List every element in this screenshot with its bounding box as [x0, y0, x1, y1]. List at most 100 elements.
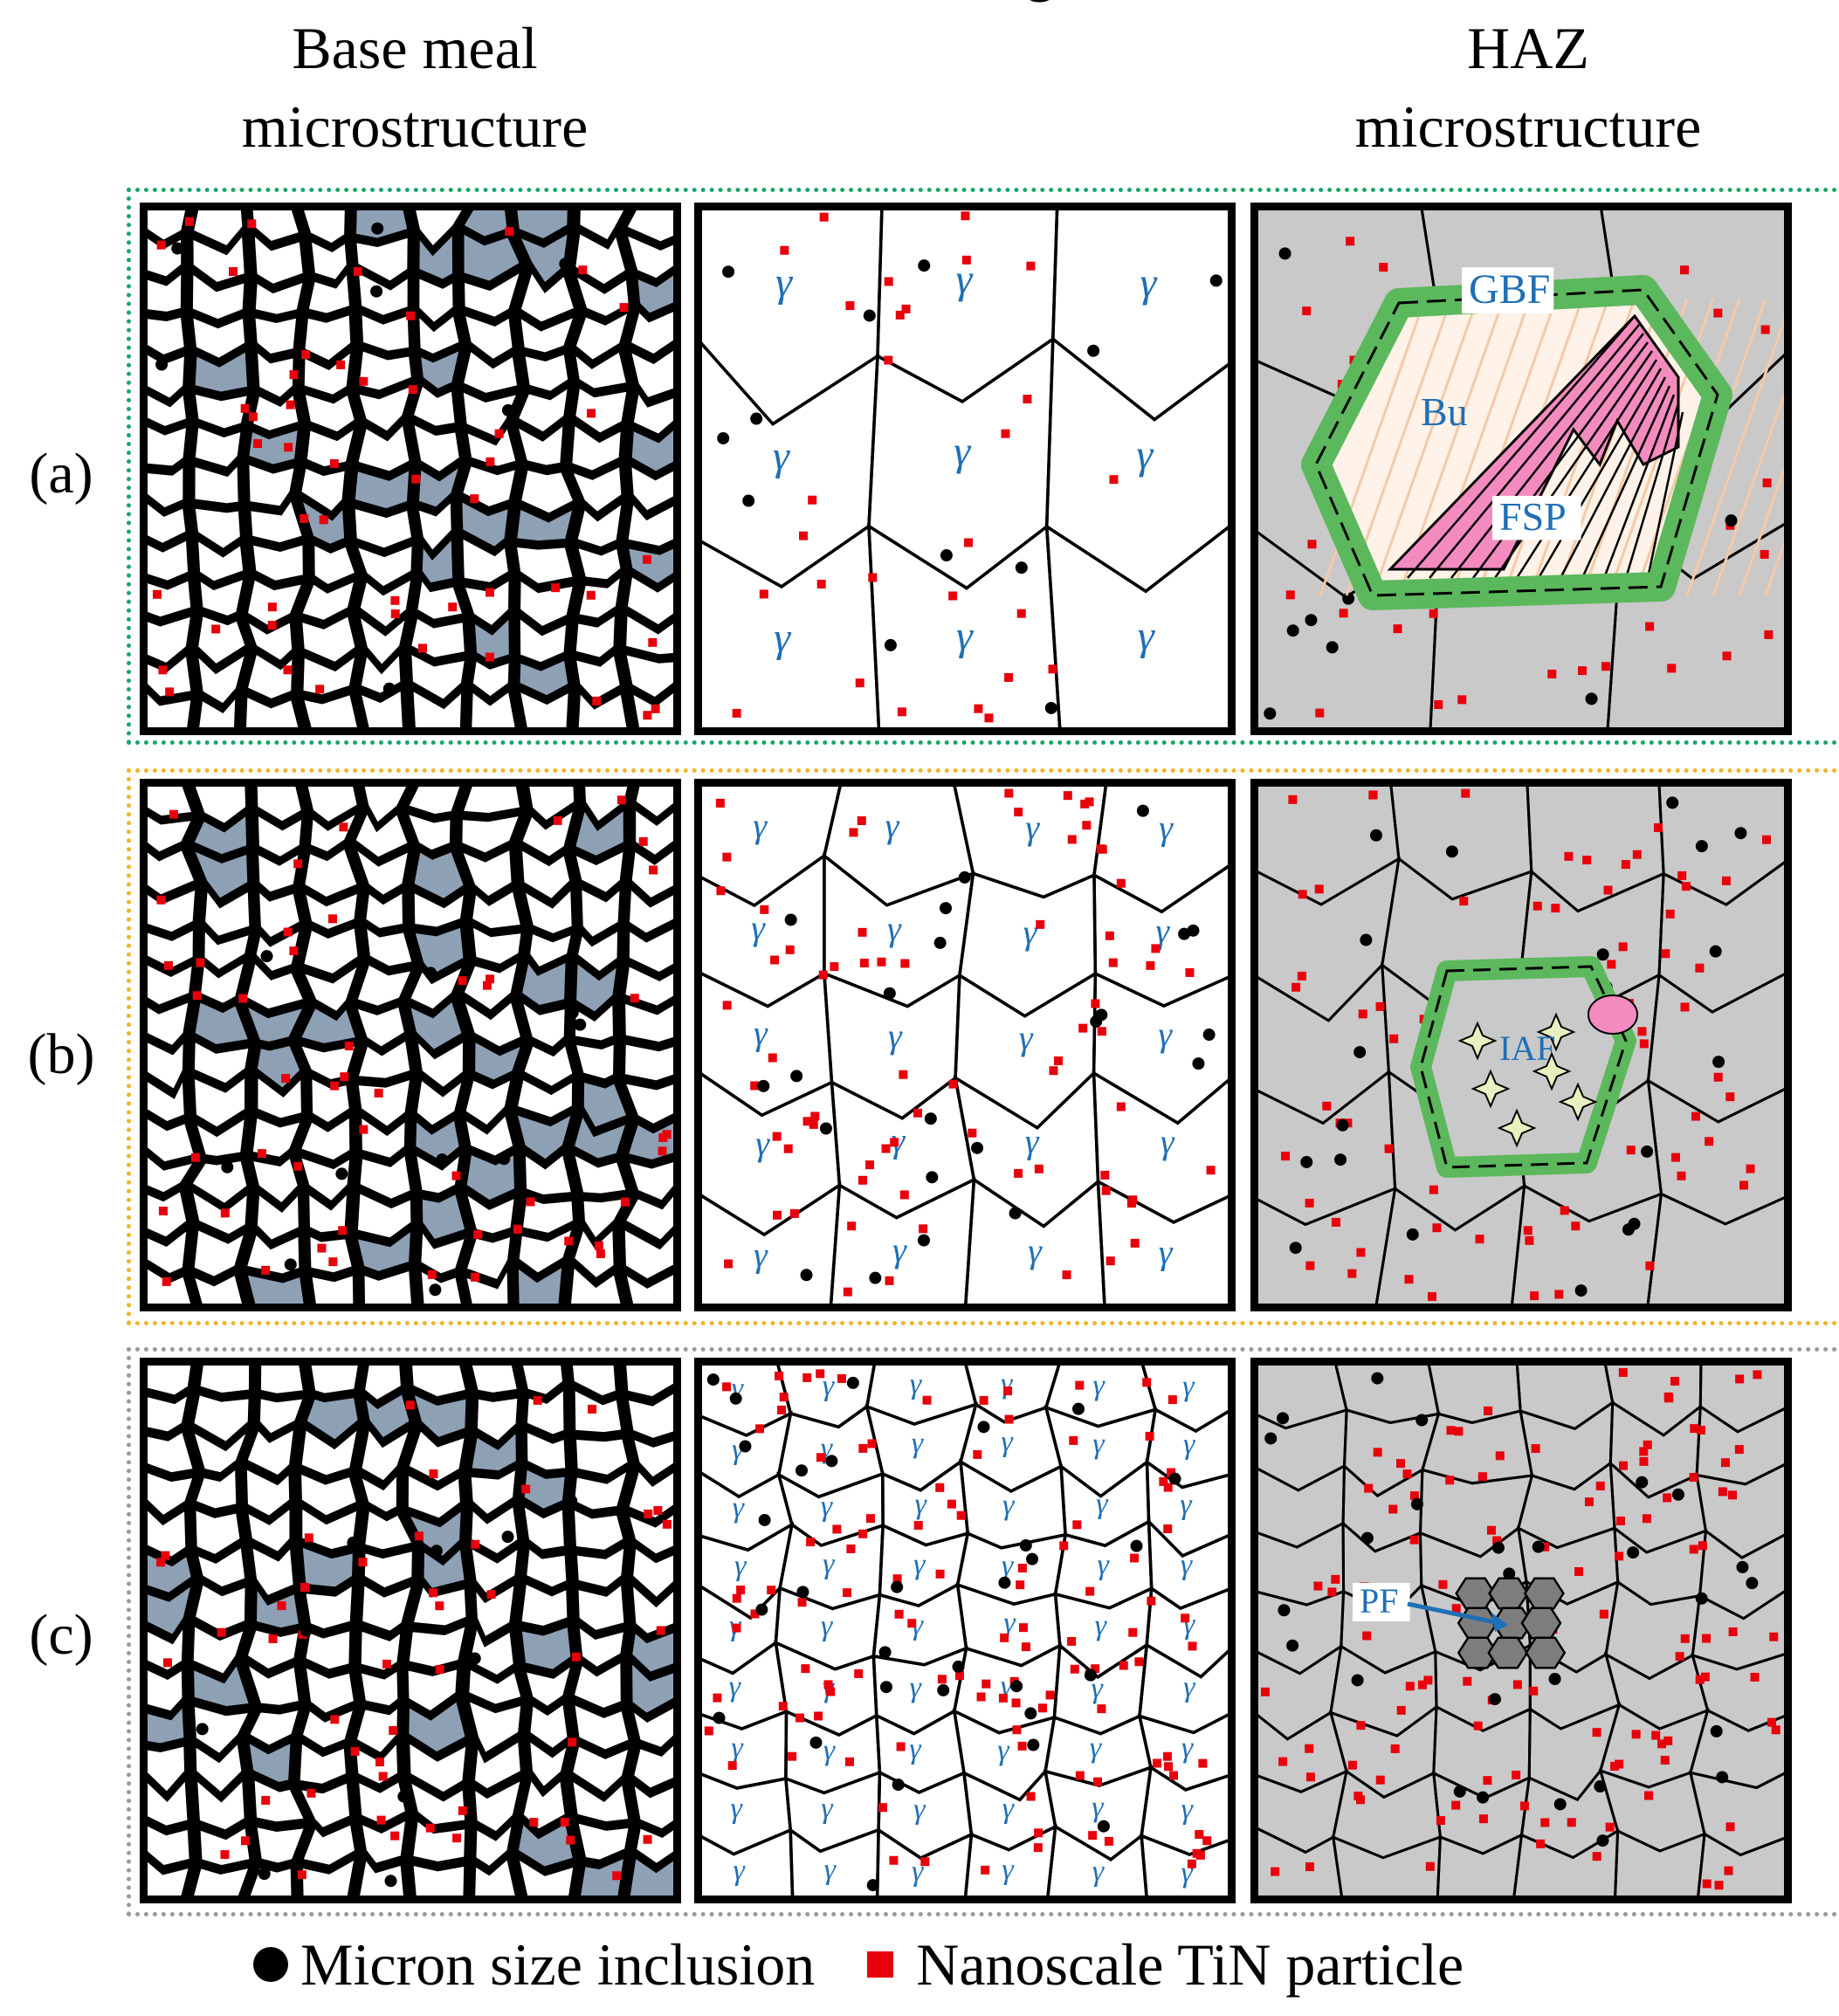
- base-metal-tin-particle: [163, 960, 173, 970]
- austenite-tin-particle: [779, 1393, 789, 1402]
- austenite-tin-particle: [818, 970, 828, 980]
- austenite-tin-particle: [913, 1521, 923, 1531]
- ferrite-grain: [307, 1233, 355, 1276]
- austenite-tin-particle: [727, 1761, 737, 1771]
- base-metal-tin-particle: [229, 266, 238, 276]
- ferrite-grain: [468, 1359, 520, 1395]
- ferrite-grain: [354, 1703, 401, 1756]
- base-metal-tin-particle: [358, 1558, 368, 1567]
- austenite-tin-particle: [858, 927, 867, 937]
- haz-inclusion: [1286, 624, 1299, 637]
- austenite-inclusion: [917, 1234, 930, 1247]
- austenite-tin-particle: [1128, 1195, 1138, 1205]
- ferrite-grain: [520, 1041, 575, 1090]
- ferrite-grain: [573, 1041, 616, 1082]
- haz-tin-particle: [1689, 1473, 1698, 1483]
- ferrite-grain: [527, 930, 575, 970]
- austenite-inclusion: [800, 1269, 813, 1282]
- pearlite-grain: [421, 1544, 467, 1592]
- ferrite-grain: [255, 811, 305, 860]
- austenite-tin-particle: [789, 1208, 799, 1218]
- austenite-inclusion: [1026, 1552, 1039, 1565]
- austenite-tin-particle: [759, 589, 768, 599]
- austenite-inclusion: [1019, 1538, 1032, 1552]
- haz-inclusion: [1503, 1567, 1516, 1580]
- bainite-hatch: [1712, 368, 1792, 596]
- austenite-inclusion: [1192, 1057, 1205, 1070]
- austenite-tin-particle: [865, 1160, 875, 1170]
- prior-austenite-boundary: [1613, 1828, 1706, 1903]
- austenite-tin-particle: [858, 1529, 868, 1538]
- haz-inclusion: [1415, 1414, 1429, 1427]
- base-metal-tin-particle: [267, 602, 277, 612]
- base-metal-tin-particle: [158, 1207, 168, 1216]
- base-metal-tin-particle: [425, 1823, 435, 1833]
- base-metal-tin-particle: [340, 1072, 349, 1082]
- ferrite-grain: [244, 616, 295, 664]
- gamma-label: γ: [997, 1734, 1010, 1766]
- prior-austenite-boundary: [1696, 1832, 1792, 1903]
- austenite-tin-particle: [1080, 799, 1090, 808]
- austenite-tin-particle: [760, 905, 769, 914]
- base-metal-inclusion: [335, 1167, 348, 1180]
- base-metal-tin-particle: [162, 1658, 172, 1668]
- haz-panel-b: IAF: [1250, 779, 1792, 1311]
- austenite-tin-particle: [868, 573, 878, 582]
- haz-tin-particle: [1560, 1206, 1569, 1215]
- haz-tin-particle: [1626, 1146, 1636, 1155]
- haz-tin-particle: [1639, 1039, 1649, 1049]
- haz-tin-particle: [1305, 1862, 1314, 1872]
- ferrite-grain: [196, 613, 249, 667]
- austenite-tin-particle: [1185, 967, 1195, 977]
- haz-inclusion: [1491, 1541, 1505, 1554]
- ferrite-grain: [470, 657, 512, 699]
- base-metal-tin-particle: [376, 1815, 386, 1825]
- base-metal-panel-a: [140, 203, 681, 735]
- haz-inclusion: [1585, 692, 1598, 705]
- haz-tin-particle: [1484, 1406, 1493, 1415]
- ferrite-grain: [407, 1779, 468, 1827]
- pearlite-grain: [464, 1151, 518, 1203]
- ferrite-grain: [518, 576, 576, 630]
- ferrite-grain: [254, 347, 296, 401]
- gamma-label: γ: [913, 1793, 926, 1826]
- austenite-tin-particle: [884, 355, 893, 365]
- ferrite-grain: [468, 1466, 519, 1517]
- pearlite-grain: [581, 1079, 630, 1131]
- base-metal-inclusion: [300, 1624, 313, 1637]
- gamma-label: γ: [734, 1550, 747, 1582]
- austenite-tin-particle: [892, 1574, 902, 1584]
- haz-inclusion: [1278, 247, 1291, 260]
- haz-tin-particle: [1675, 1652, 1684, 1662]
- ferrite-grain: [466, 1666, 524, 1707]
- austenite-tin-particle: [826, 1687, 836, 1696]
- acicular-ferrite-star: [1497, 1108, 1537, 1148]
- austenite-tin-particle: [808, 495, 817, 505]
- austenite-tin-particle: [1004, 1414, 1014, 1424]
- austenite-tin-particle: [896, 1742, 906, 1751]
- haz-inclusion: [1369, 829, 1382, 842]
- bainite-hatch: [1685, 298, 1792, 596]
- haz-tin-particle: [1547, 669, 1557, 678]
- base-metal-tin-particle: [261, 1265, 271, 1275]
- ferrite-grain: [298, 1113, 353, 1163]
- austenite-grain-boundary: [867, 523, 1062, 735]
- haz-tin-particle: [1595, 1481, 1605, 1490]
- austenite-background: [694, 779, 1236, 1311]
- haz-tin-particle: [1713, 308, 1723, 318]
- pearlite-grain: [245, 1738, 293, 1786]
- ferrite-grain: [521, 884, 575, 937]
- panel-border: [694, 203, 1236, 735]
- austenite-tin-particle: [1101, 1186, 1111, 1195]
- haz-tin-particle: [1642, 1514, 1651, 1524]
- ferrite-grain: [414, 1036, 466, 1091]
- pf-label: PF: [1360, 1581, 1399, 1620]
- austenite-tin-particle: [1072, 1520, 1082, 1530]
- austenite-inclusion: [795, 1464, 808, 1477]
- haz-inclusion: [1596, 948, 1609, 961]
- base-metal-tin-particle: [317, 1243, 327, 1253]
- austenite-tin-particle: [885, 1276, 894, 1285]
- austenite-grain-boundary: [694, 523, 881, 735]
